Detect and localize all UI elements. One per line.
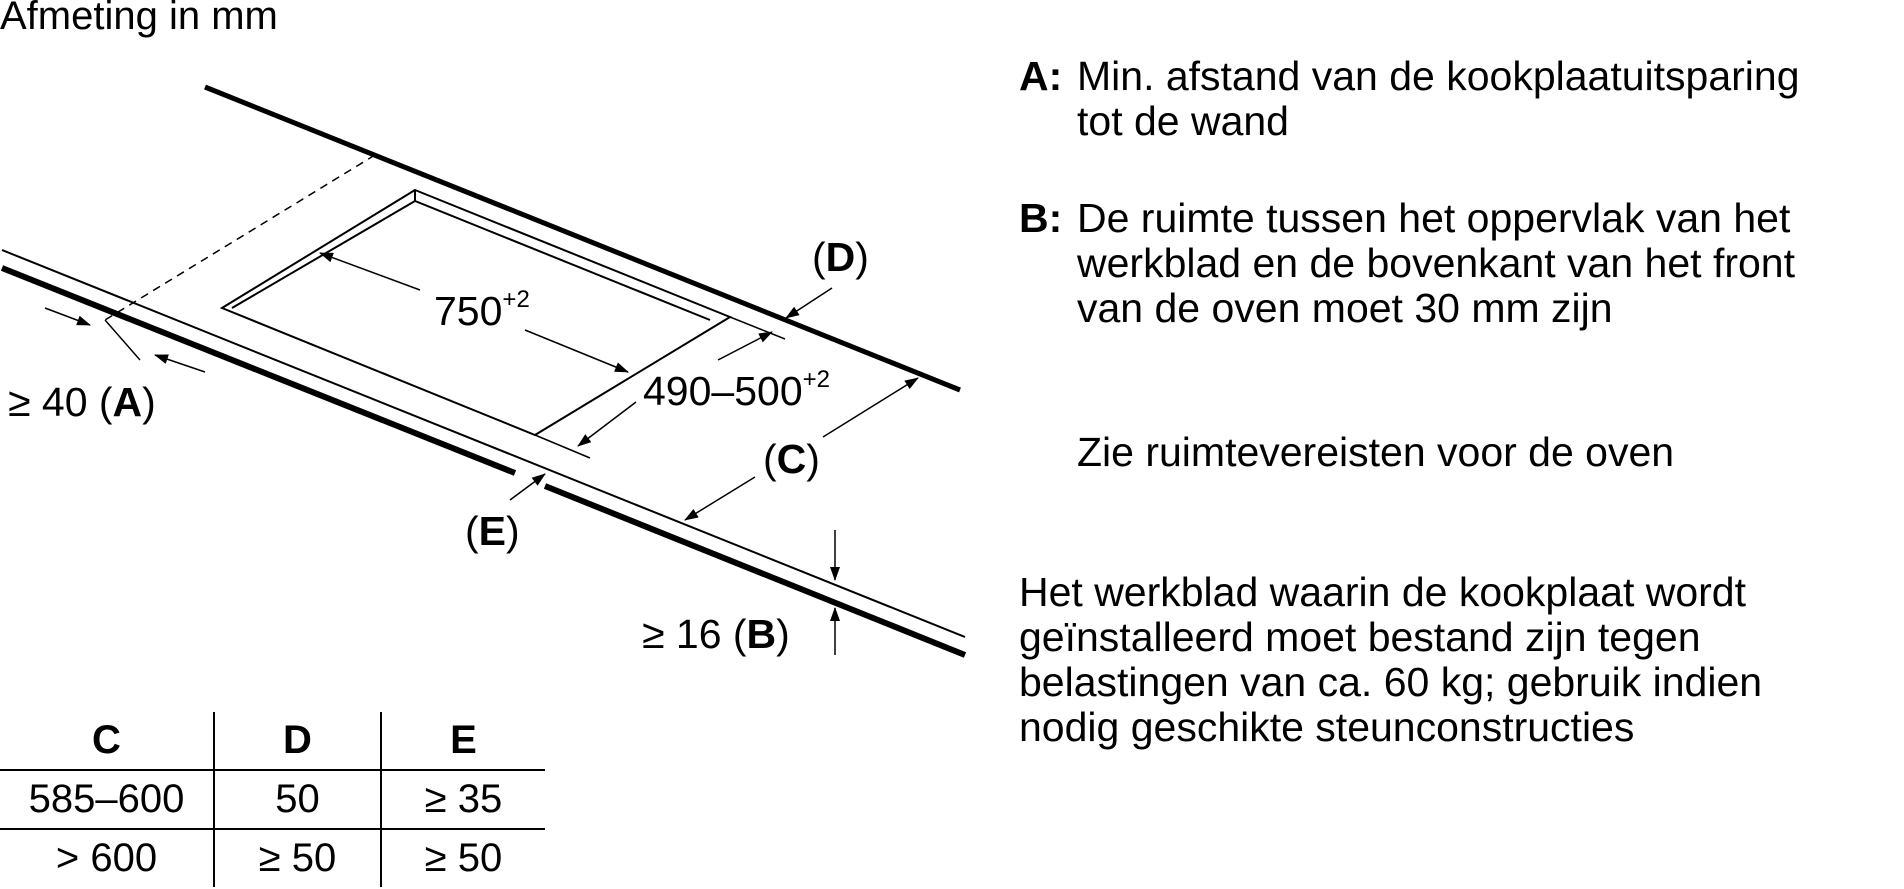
note-b: B: De ruimte tussen het oppervlak van het…	[1019, 196, 1795, 331]
table-header-d: D	[214, 712, 382, 771]
note-worktop-line-2: geïnstalleerd moet bestand zijn tegen	[1019, 614, 1701, 660]
note-oven-requirements: Zie ruimtevereisten voor de oven	[1077, 429, 1675, 475]
note-worktop: Het werkblad waarin de kookplaat wordt g…	[1019, 570, 1762, 750]
table-row: > 600 ≥ 50 ≥ 50	[0, 829, 545, 887]
dim-e-arrow	[509, 473, 546, 501]
note-b-line-3: van de oven moet 30 mm zijn	[1077, 285, 1613, 331]
dimension-table: C D E 585–600 50 ≥ 35 > 600 ≥ 50 ≥ 50	[0, 712, 545, 887]
dim-d-arrow	[785, 287, 833, 319]
dim-b-label: ≥ 16 (B)	[642, 611, 790, 657]
table-row: 585–600 50 ≥ 35	[0, 770, 545, 830]
worktop-back-edge	[204, 84, 961, 393]
table-cell: 50	[214, 770, 382, 830]
dim-c-label: (C)	[763, 436, 820, 482]
table-header-c: C	[0, 712, 215, 771]
dim-a-arrow-2	[154, 354, 206, 373]
dim-750-arrow-right	[524, 329, 629, 373]
dim-depth-arrow-up	[717, 331, 773, 361]
dim-d-label: (D)	[812, 234, 869, 280]
dim-a-label: ≥ 40 (A)	[8, 379, 156, 425]
table-cell: 585–600	[0, 770, 215, 830]
dim-depth-arrow-down	[577, 401, 637, 447]
dim-a-arrow-1	[44, 307, 91, 326]
note-a-line-2: tot de wand	[1077, 98, 1289, 144]
note-worktop-line-4: nodig geschikte steunconstructies	[1019, 704, 1635, 750]
table-cell: ≥ 50	[214, 829, 382, 887]
note-worktop-line-1: Het werkblad waarin de kookplaat wordt	[1019, 569, 1746, 615]
table-cell: ≥ 35	[381, 770, 545, 830]
dim-a-ext	[104, 319, 141, 361]
dim-depth-ext-2	[534, 434, 591, 459]
dim-c-arrow-up	[822, 377, 919, 438]
dim-c-arrow-down	[684, 476, 756, 521]
dim-depth-label: 490–500+2	[643, 366, 830, 414]
dim-750-arrow-left	[319, 252, 421, 291]
note-worktop-line-3: belastingen van ca. 60 kg; gebruik indie…	[1019, 659, 1763, 705]
dim-depth-ext-1	[729, 316, 786, 340]
dim-e-label: (E)	[465, 508, 520, 554]
note-a-key: A:	[1019, 53, 1063, 99]
worktop-front-bottom-edge-left	[0, 265, 517, 476]
note-a-line-1: Min. afstand van de kookplaatuitsparing	[1077, 53, 1800, 99]
worktop-front-bottom-edge-right	[543, 483, 967, 658]
table-cell: ≥ 50	[424, 836, 503, 880]
wall-reference-dashed	[104, 154, 376, 321]
note-a: A: Min. afstand van de kookplaatuitsparin…	[1019, 54, 1800, 144]
worktop-front-top-edge	[1, 249, 966, 638]
dim-750-label: 750+2	[434, 286, 530, 334]
page-title: Afmeting in mm	[0, 0, 278, 38]
table-header-e: E	[381, 712, 545, 771]
note-b-line-2: werkblad en de bovenkant van het front	[1077, 240, 1795, 286]
note-b-key: B:	[1019, 195, 1063, 241]
note-b-line-1: De ruimte tussen het oppervlak van het	[1077, 195, 1791, 241]
table-cell: > 600	[0, 829, 215, 887]
table-header-row: C D E	[0, 712, 545, 771]
